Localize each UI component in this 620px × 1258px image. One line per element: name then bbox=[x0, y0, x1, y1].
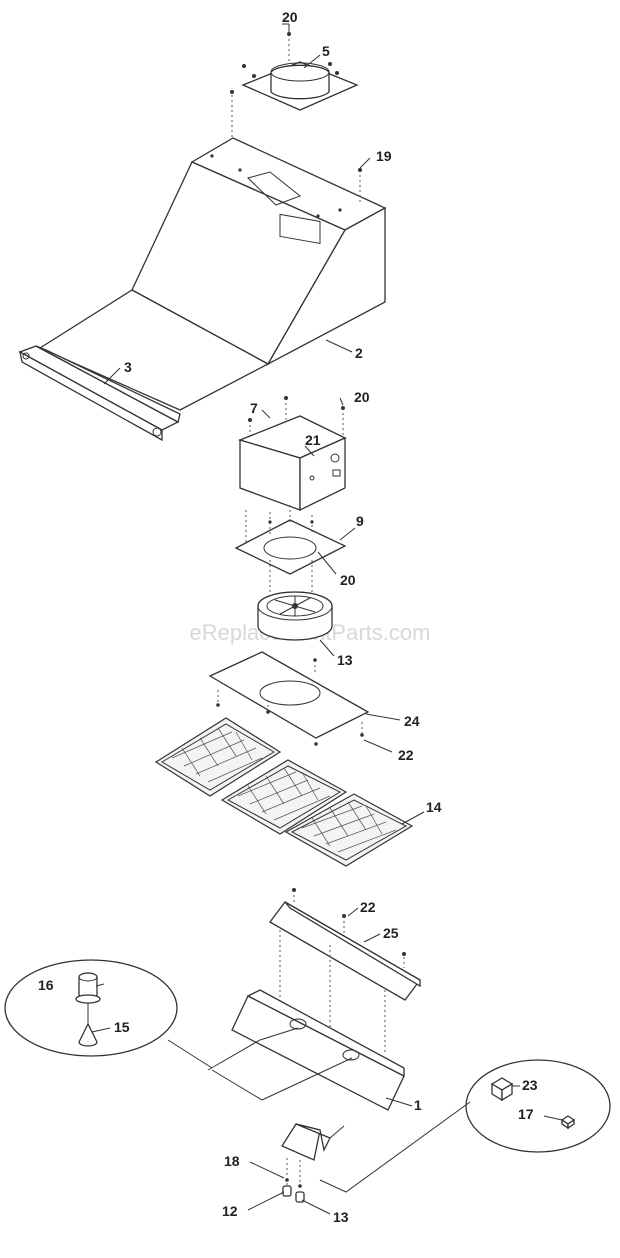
part-7-blower-bracket bbox=[238, 396, 347, 512]
part-3-front-rail bbox=[18, 345, 181, 442]
callout-12: 12 bbox=[222, 1203, 238, 1219]
filter-1 bbox=[154, 717, 282, 797]
part-16-lamp-socket bbox=[75, 972, 101, 1004]
part-14-grease-filters bbox=[154, 717, 414, 867]
callout-5: 5 bbox=[322, 43, 330, 59]
part-24-filter-plate bbox=[208, 651, 370, 746]
callout-21: 21 bbox=[305, 432, 321, 448]
callout-13-blower: 13 bbox=[337, 652, 353, 668]
callout-labels: 20 5 19 2 3 7 20 21 9 20 13 24 22 14 22 … bbox=[38, 9, 538, 1225]
callout-19: 19 bbox=[376, 148, 392, 164]
callout-13-switch: 13 bbox=[333, 1209, 349, 1225]
callout-2: 2 bbox=[355, 345, 363, 361]
switch-housing bbox=[281, 1123, 345, 1203]
callout-23: 23 bbox=[522, 1077, 538, 1093]
lamp-detail-oval bbox=[4, 959, 178, 1057]
part-23-switch-box bbox=[490, 1077, 514, 1102]
callout-20-plate: 20 bbox=[340, 572, 356, 588]
connection-lines bbox=[167, 1027, 471, 1193]
part-25-channel bbox=[269, 888, 421, 1055]
part-17-switch-knob bbox=[560, 1115, 576, 1130]
part-5-duct-collar bbox=[241, 32, 359, 111]
callout-20-top: 20 bbox=[282, 9, 298, 25]
leader-lines bbox=[91, 23, 563, 1215]
callout-14: 14 bbox=[426, 799, 442, 815]
callout-18: 18 bbox=[224, 1153, 240, 1169]
callout-1: 1 bbox=[414, 1097, 422, 1113]
part-2-hood-housing bbox=[38, 90, 387, 411]
part-9-mounting-plate bbox=[234, 505, 347, 575]
callout-22-plate: 22 bbox=[398, 747, 414, 763]
callout-25: 25 bbox=[383, 925, 399, 941]
filter-2 bbox=[220, 759, 348, 835]
callout-22-channel: 22 bbox=[360, 899, 376, 915]
callout-24: 24 bbox=[404, 713, 420, 729]
callout-3: 3 bbox=[124, 359, 132, 375]
callout-17: 17 bbox=[518, 1106, 534, 1122]
part-15-light-bulb bbox=[78, 1022, 98, 1047]
callout-15: 15 bbox=[114, 1019, 130, 1035]
callout-20-bracket: 20 bbox=[354, 389, 370, 405]
filter-3 bbox=[284, 793, 414, 867]
callout-9: 9 bbox=[356, 513, 364, 529]
callout-16: 16 bbox=[38, 977, 54, 993]
callout-7: 7 bbox=[250, 400, 258, 416]
switch-detail-oval bbox=[465, 1059, 611, 1153]
part-1-light-panel bbox=[231, 989, 405, 1111]
part-13-blower bbox=[257, 560, 333, 641]
